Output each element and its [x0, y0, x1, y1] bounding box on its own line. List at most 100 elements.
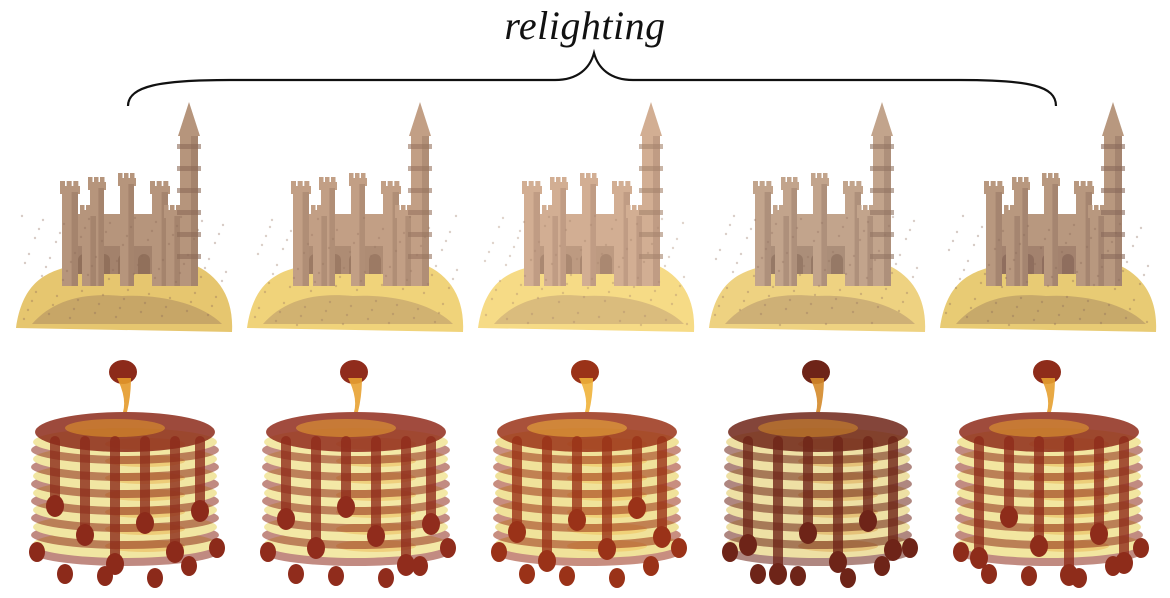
castle-tower — [397, 216, 411, 286]
spire-roof — [640, 102, 662, 136]
syrup-drop — [97, 566, 113, 586]
castle-tower — [986, 192, 1002, 286]
syrup-drop — [367, 525, 385, 547]
syrup-drop — [288, 564, 304, 584]
castle-tower — [1006, 216, 1020, 286]
sandcastle-render-4 — [705, 96, 931, 336]
syrup-drop — [378, 568, 394, 588]
castle-tower — [1044, 184, 1058, 286]
sandcastle-render-1 — [12, 96, 238, 336]
syrup-drop — [1071, 568, 1087, 588]
syrup-drop — [277, 508, 295, 530]
syrup-drop — [953, 542, 969, 562]
sandcastle-image — [940, 102, 1157, 332]
syrup-drop — [829, 551, 847, 573]
sandcastle-render-2 — [243, 96, 469, 336]
syrup-drop — [840, 568, 856, 588]
syrup-drop — [874, 556, 890, 576]
pancakes-image — [29, 360, 225, 588]
syrup-drop — [628, 497, 646, 519]
castle-tower — [82, 216, 96, 286]
spire-roof — [1102, 102, 1124, 136]
syrup-drop — [1030, 535, 1048, 557]
castle-tower — [755, 192, 771, 286]
syrup-drop — [166, 541, 184, 563]
syrup-drop — [1000, 506, 1018, 528]
castle-tower — [775, 216, 789, 286]
syrup-drop — [790, 566, 806, 586]
syrup-drop — [57, 564, 73, 584]
spire-roof — [409, 102, 431, 136]
syrup-drop — [671, 538, 687, 558]
pancakes-render-2 — [243, 352, 469, 592]
syrup-drop — [519, 564, 535, 584]
castle-tower — [1090, 216, 1104, 286]
syrup-drop — [970, 547, 988, 569]
castle-tower — [524, 192, 540, 286]
pancakes-render-4 — [705, 352, 931, 592]
syrup-drop — [328, 566, 344, 586]
syrup-drop — [1021, 566, 1037, 586]
pancakes-render-3 — [474, 352, 700, 592]
syrup-drop — [568, 509, 586, 531]
castle-tower — [120, 184, 134, 286]
syrup-drop — [653, 526, 671, 548]
sandcastle-render-5 — [936, 96, 1162, 336]
syrup-drop — [181, 556, 197, 576]
pancakes-image — [260, 360, 456, 588]
syrup-drop — [902, 538, 918, 558]
castle-tower — [582, 184, 596, 286]
sandcastle-render-3 — [474, 96, 700, 336]
syrup-drop — [29, 542, 45, 562]
syrup-drop — [147, 568, 163, 588]
syrup-drop — [739, 534, 757, 556]
syrup-drop — [538, 550, 556, 572]
castle-tower — [351, 184, 365, 286]
syrup-drop — [307, 537, 325, 559]
castle-tower — [166, 216, 180, 286]
syrup-drop — [397, 554, 415, 576]
syrup-drop — [769, 563, 787, 585]
syrup-drop — [412, 556, 428, 576]
castle-tower — [62, 192, 78, 286]
sandcastle-image — [709, 102, 926, 332]
castle-tower — [293, 192, 309, 286]
syrup-drop — [981, 564, 997, 584]
syrup-drop — [76, 524, 94, 546]
syrup-drop — [422, 513, 440, 535]
syrup-drop — [191, 500, 209, 522]
syrup-stream — [117, 378, 131, 412]
pancakes-image — [491, 360, 687, 588]
syrup-stream — [1041, 378, 1055, 412]
syrup-stream — [579, 378, 593, 412]
sandcastle-image — [247, 102, 464, 332]
syrup-drop — [440, 538, 456, 558]
syrup-stream — [348, 378, 362, 412]
syrup-drop — [884, 539, 902, 561]
syrup-drop — [136, 512, 154, 534]
syrup-drop — [1090, 523, 1108, 545]
syrup-drop — [46, 495, 64, 517]
spire-roof — [178, 102, 200, 136]
syrup-drop — [750, 564, 766, 584]
syrup-drop — [559, 566, 575, 586]
curly-brace — [126, 48, 1058, 107]
pancakes-render-1 — [12, 352, 238, 592]
syrup-drop — [799, 522, 817, 544]
syrup-drop — [643, 556, 659, 576]
pancakes-image — [722, 360, 918, 588]
sandcastle-image — [16, 102, 233, 332]
syrup-drop — [209, 538, 225, 558]
syrup-drop — [337, 496, 355, 518]
syrup-drop — [1105, 556, 1121, 576]
castle-tower — [544, 216, 558, 286]
syrup-drop — [598, 538, 616, 560]
castle-tower — [313, 216, 327, 286]
syrup-drop — [1133, 538, 1149, 558]
castle-tower — [859, 216, 873, 286]
figure-title: relighting — [504, 3, 666, 48]
pancakes-render-5 — [936, 352, 1162, 592]
syrup-stream — [810, 378, 824, 412]
pancakes-image — [953, 360, 1149, 588]
